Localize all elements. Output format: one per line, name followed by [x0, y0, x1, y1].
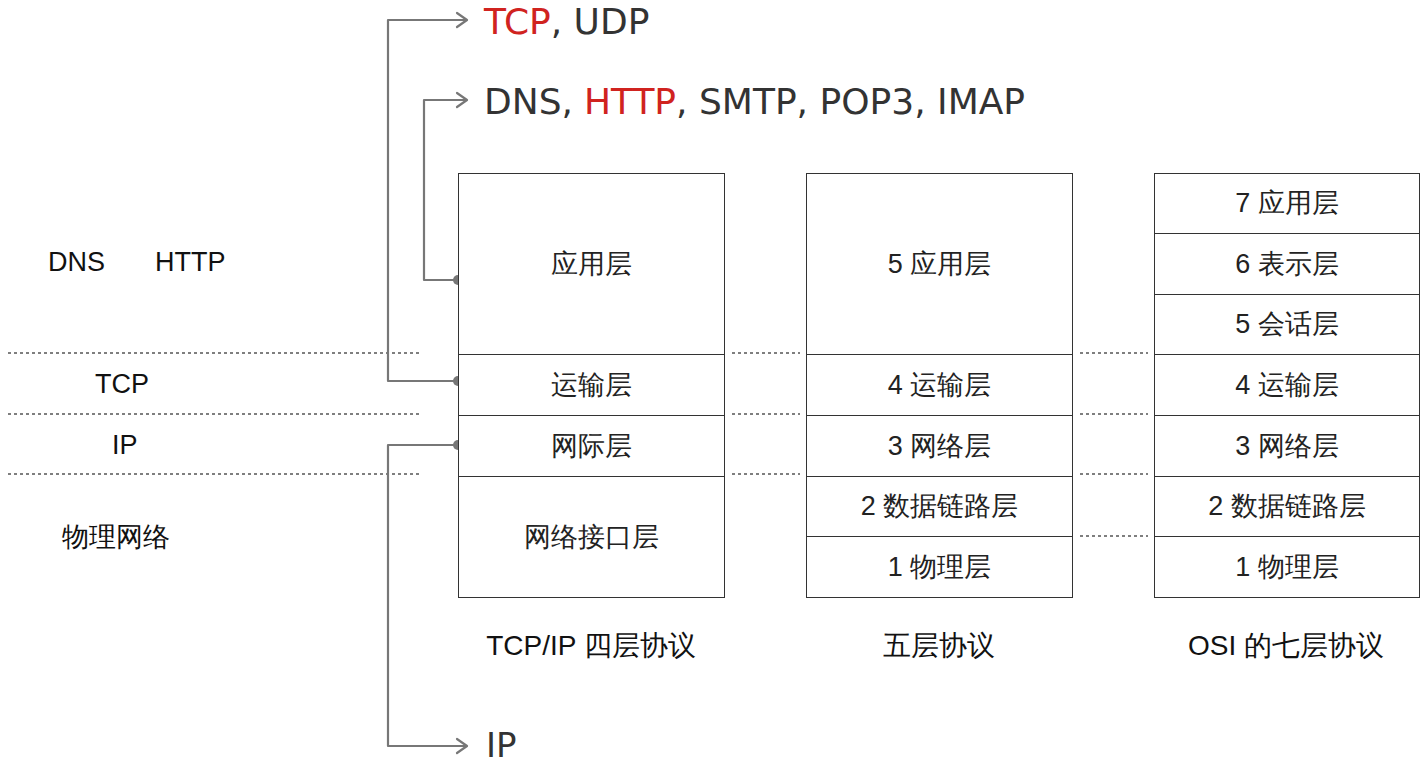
- dotted-line: [732, 352, 800, 353]
- layer-name: 1 物理层: [1235, 551, 1339, 583]
- dotted-line: [1080, 352, 1148, 353]
- layer-protocol-label: IP: [112, 432, 138, 459]
- layer-box: 运输层: [458, 354, 725, 416]
- layer-box: 1 物理层: [806, 536, 1073, 598]
- layer-box: 7 应用层: [1154, 173, 1420, 234]
- layer-box: 3 网络层: [1154, 415, 1420, 477]
- layer-name: 1 物理层: [888, 551, 992, 583]
- protocol-list: IP: [486, 728, 517, 762]
- layer-name: 2 数据链路层: [861, 490, 1019, 522]
- column-caption: 五层协议: [883, 632, 995, 660]
- dotted-line: [732, 473, 800, 474]
- layer-box: 5 应用层: [806, 173, 1073, 355]
- arrow-head: [457, 13, 467, 27]
- layer-name: 5 会话层: [1235, 308, 1339, 340]
- layer-name: 网际层: [551, 430, 632, 462]
- layer-name: 4 运输层: [1235, 369, 1339, 401]
- column-caption: TCP/IP 四层协议: [486, 632, 696, 660]
- layer-name: 应用层: [551, 248, 632, 280]
- bracket-line: [388, 445, 466, 746]
- dotted-line: [732, 413, 800, 414]
- arrow-head: [457, 739, 467, 753]
- bracket-line: [388, 20, 466, 381]
- arrow-head: [457, 93, 467, 107]
- layer-protocol-label: HTTP: [155, 249, 226, 276]
- layer-name: 3 网络层: [1235, 430, 1339, 462]
- layer-name: 4 运输层: [888, 369, 992, 401]
- protocol-list: , SMTP, POP3, IMAP: [676, 84, 1025, 120]
- layer-name: 3 网络层: [888, 430, 992, 462]
- layer-name: 运输层: [551, 369, 632, 401]
- dotted-line: [8, 413, 422, 414]
- layer-name: 5 应用层: [888, 248, 992, 280]
- layer-name: 6 表示层: [1235, 248, 1339, 280]
- protocol-list: DNS,: [484, 84, 573, 120]
- layer-box: 1 物理层: [1154, 536, 1420, 598]
- layer-name: 网络接口层: [524, 521, 659, 553]
- layer-box: 应用层: [458, 173, 725, 355]
- layer-protocol-label: TCP: [95, 371, 149, 398]
- layer-box: 6 表示层: [1154, 233, 1420, 295]
- dotted-line: [1080, 473, 1148, 474]
- layer-box: 3 网络层: [806, 415, 1073, 477]
- layer-box: 5 会话层: [1154, 294, 1420, 355]
- highlight-protocol: TCP: [484, 4, 551, 40]
- protocol-list: , UDP: [551, 4, 650, 40]
- layer-box: 4 运输层: [1154, 354, 1420, 416]
- layer-protocol-label: 物理网络: [62, 524, 170, 551]
- highlight-protocol: HTTP: [584, 84, 676, 120]
- layer-protocol-label: DNS: [48, 249, 105, 276]
- layer-box: 2 数据链路层: [1154, 476, 1420, 537]
- dotted-line: [1080, 535, 1148, 536]
- layer-box: 网际层: [458, 415, 725, 477]
- bracket-arrows: [388, 13, 467, 753]
- column-caption: OSI 的七层协议: [1188, 632, 1384, 660]
- layer-name: 2 数据链路层: [1208, 490, 1366, 522]
- dotted-line: [8, 352, 422, 353]
- dotted-line: [1080, 413, 1148, 414]
- layer-box: 网络接口层: [458, 476, 725, 598]
- layer-box: 2 数据链路层: [806, 476, 1073, 537]
- layer-box: 4 运输层: [806, 354, 1073, 416]
- layer-name: 7 应用层: [1235, 187, 1339, 219]
- dotted-line: [8, 473, 422, 474]
